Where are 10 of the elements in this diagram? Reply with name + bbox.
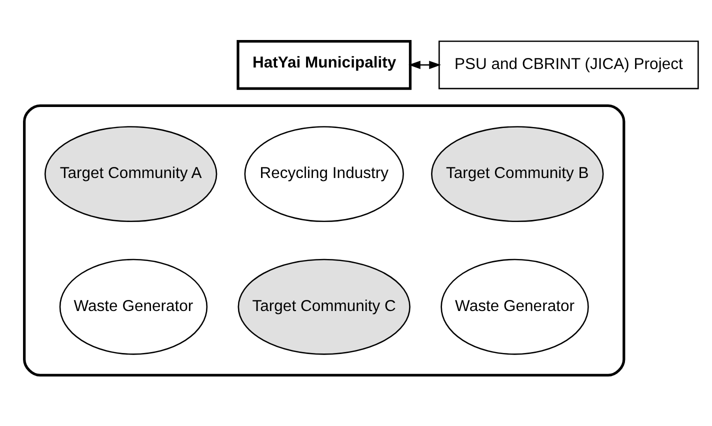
node-box: HatYai Municipality [236,39,412,90]
node-ellipse: Waste Generator [59,258,208,354]
node-box: PSU and CBRINT (JICA) Project [438,40,699,89]
node-ellipse: Waste Generator [440,258,589,354]
cluster [23,104,626,376]
node-ellipse: Recycling Industry [244,126,404,222]
arrow [408,60,441,69]
node-ellipse: Target Community B [431,126,604,222]
node-ellipse: Target Community C [238,258,410,354]
node-ellipse: Target Community A [44,126,218,222]
